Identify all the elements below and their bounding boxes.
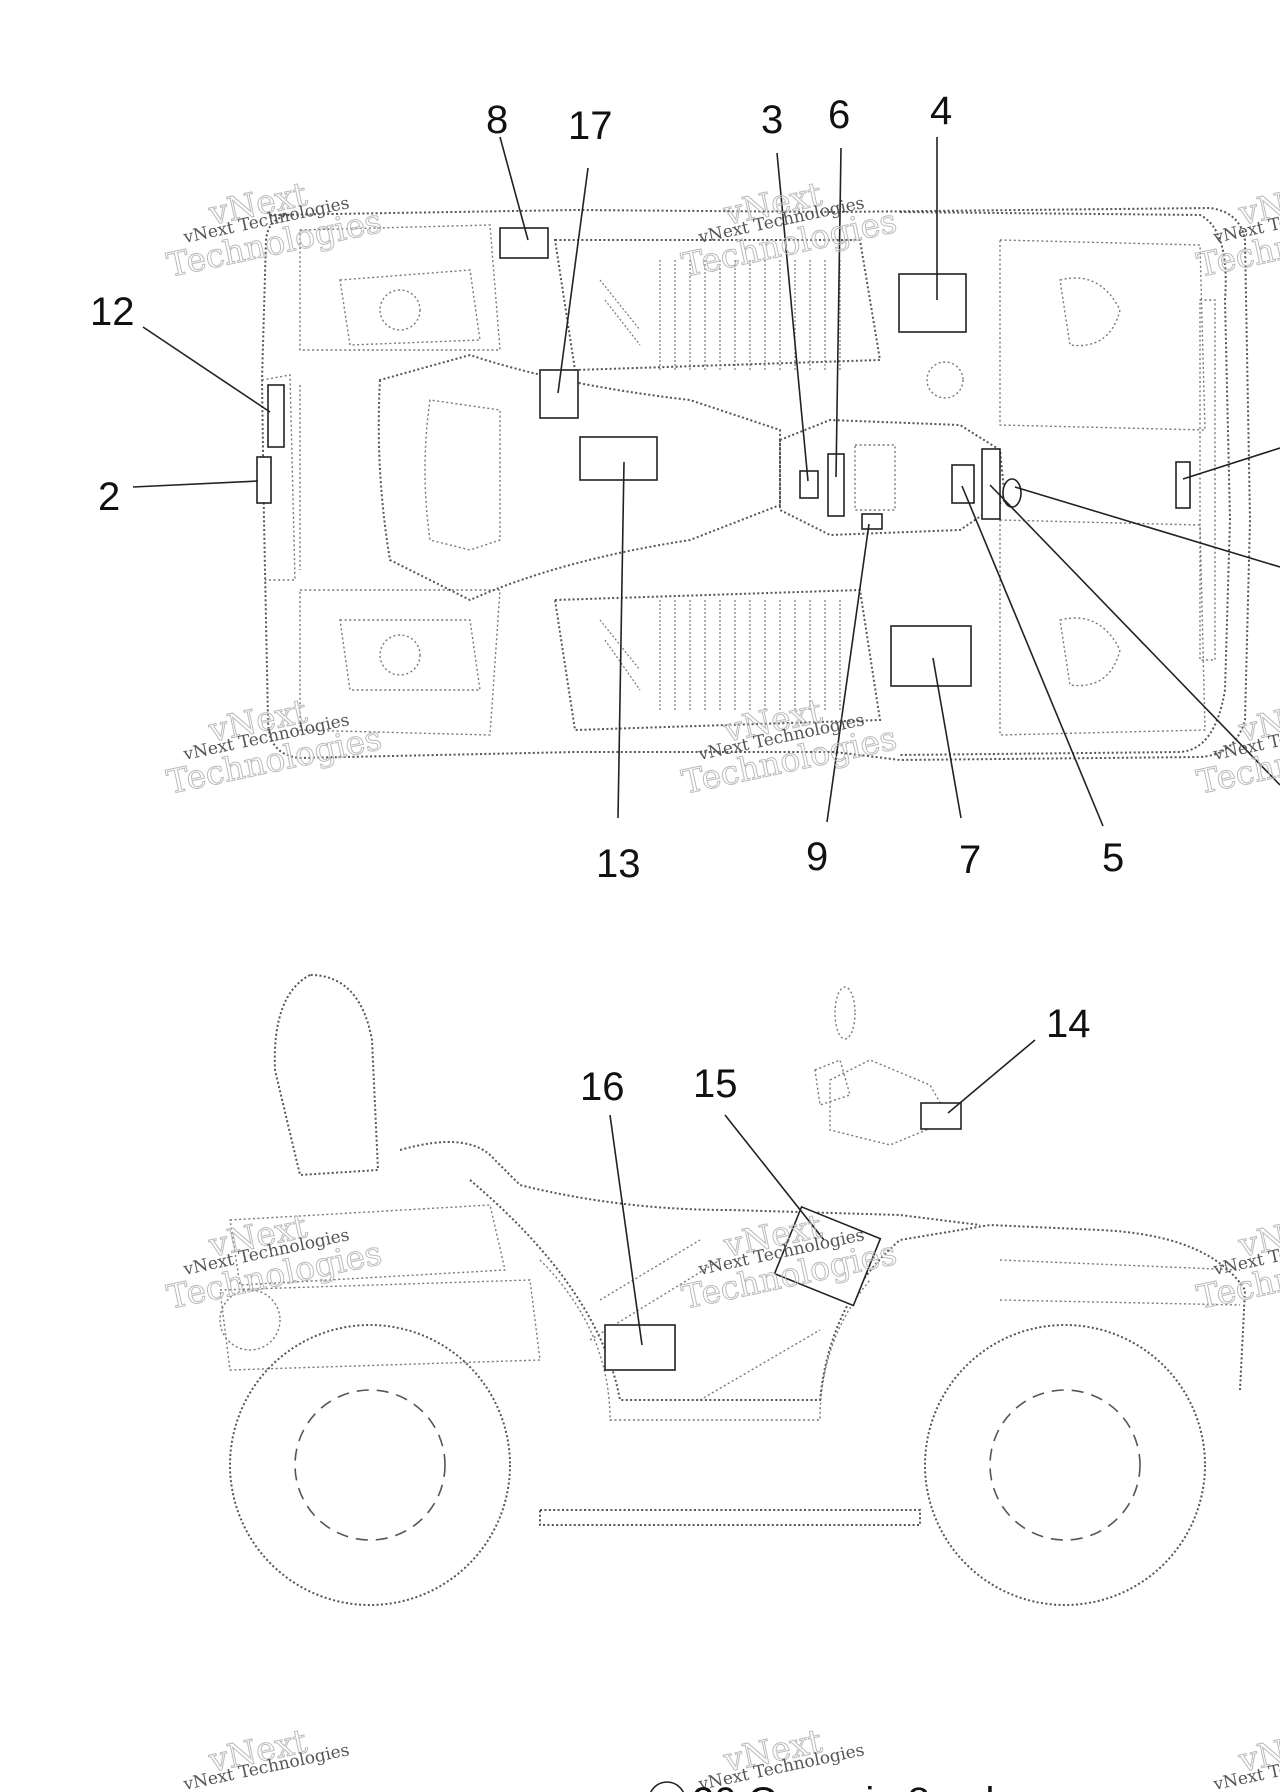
decal-2 [256,456,272,504]
decal-5 [951,464,975,504]
callout-14: 14 [1046,1002,1091,1046]
callout-6: 6 [828,93,850,137]
callout-5: 5 [1102,836,1124,880]
decal-3 [799,470,819,499]
callout-17: 17 [568,104,613,148]
callout-9: 9 [806,835,828,879]
watermark-10: vNext vNext Technologies [181,1721,351,1792]
watermark-9: vNext vNext Technologies Technologies [1193,1206,1280,1318]
decal-17 [539,369,579,419]
decal-13 [579,436,658,481]
callout-2: 2 [98,475,120,519]
callout-8: 8 [486,98,508,142]
watermark-1: vNext vNext Technologies Technologies [163,174,386,286]
callout-7: 7 [959,838,981,882]
callout-numbers: 12 2 8 17 3 6 4 13 9 7 5 16 15 14 [90,89,1124,1109]
bottom-caption: 20 Oz. ... in 8 ... l ... [649,1780,1039,1792]
watermark-5: vNext vNext Technologies Technologies [678,691,901,803]
watermark-12: vNext vNext Technologies [1211,1721,1280,1792]
watermark-4: vNext vNext Technologies Technologies [163,691,386,803]
decal-12 [267,384,285,448]
atv-top-view [260,206,1252,762]
callout-15: 15 [693,1062,738,1106]
callout-3: 3 [761,98,783,142]
decal-front [1175,461,1191,509]
callout-4: 4 [930,89,952,133]
decal-8 [499,227,549,259]
watermark-3: vNext vNext Technologies Technologies [1193,174,1280,286]
decal-markers [256,227,1191,1371]
footrest-hatching [599,260,841,710]
watermarks: vNext vNext Technologies Technologies vN… [163,174,1280,1792]
callout-12: 12 [90,290,135,334]
watermark-6: vNext vNext Technologies Technologies [1193,691,1280,803]
decal-oval [1002,478,1022,508]
decal-15 [773,1205,882,1307]
callout-16: 16 [580,1065,625,1109]
watermark-8: vNext vNext Technologies Technologies [678,1206,901,1318]
leader-lines [132,136,1280,1346]
watermark-2: vNext vNext Technologies Technologies [678,174,901,286]
decal-7 [890,625,972,687]
watermark-7: vNext vNext Technologies Technologies [163,1206,386,1318]
decal-4 [898,273,967,333]
decal-5b [981,448,1001,520]
bottom-caption-text: 20 Oz. ... in 8 ... l ... [692,1780,1039,1792]
decal-9 [861,513,883,530]
callout-13: 13 [596,842,641,886]
atv-side-view [219,973,1247,1606]
